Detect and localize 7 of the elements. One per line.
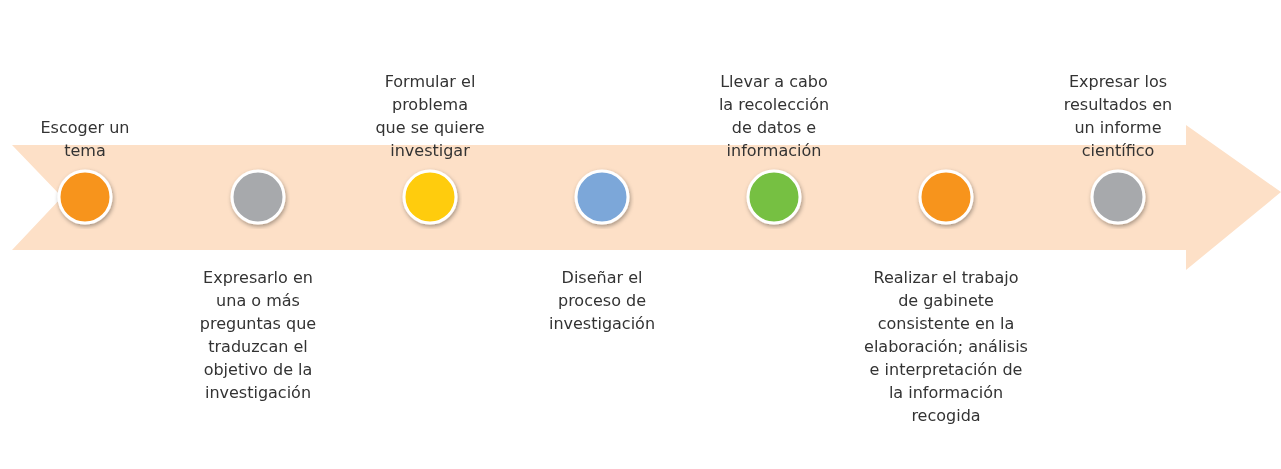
- step-label: Formular el problema que se quiere investigar: [375, 71, 485, 162]
- step-label: Escoger un tema: [39, 117, 131, 162]
- step-label: Expresar los resultados en un informe científico: [1062, 71, 1174, 162]
- step-label: Realizar el trabajo de gabinete consistente en la elaboración; análisis e interpretación de la información recogida: [863, 267, 1029, 427]
- step-label: Expresarlo en una o más preguntas que traduzcan el objetivo de la investigación: [198, 267, 318, 404]
- step-label: Llevar a cabo la recolección de datos e información: [717, 71, 831, 162]
- step-label: Diseñar el proceso de investigación: [547, 267, 657, 335]
